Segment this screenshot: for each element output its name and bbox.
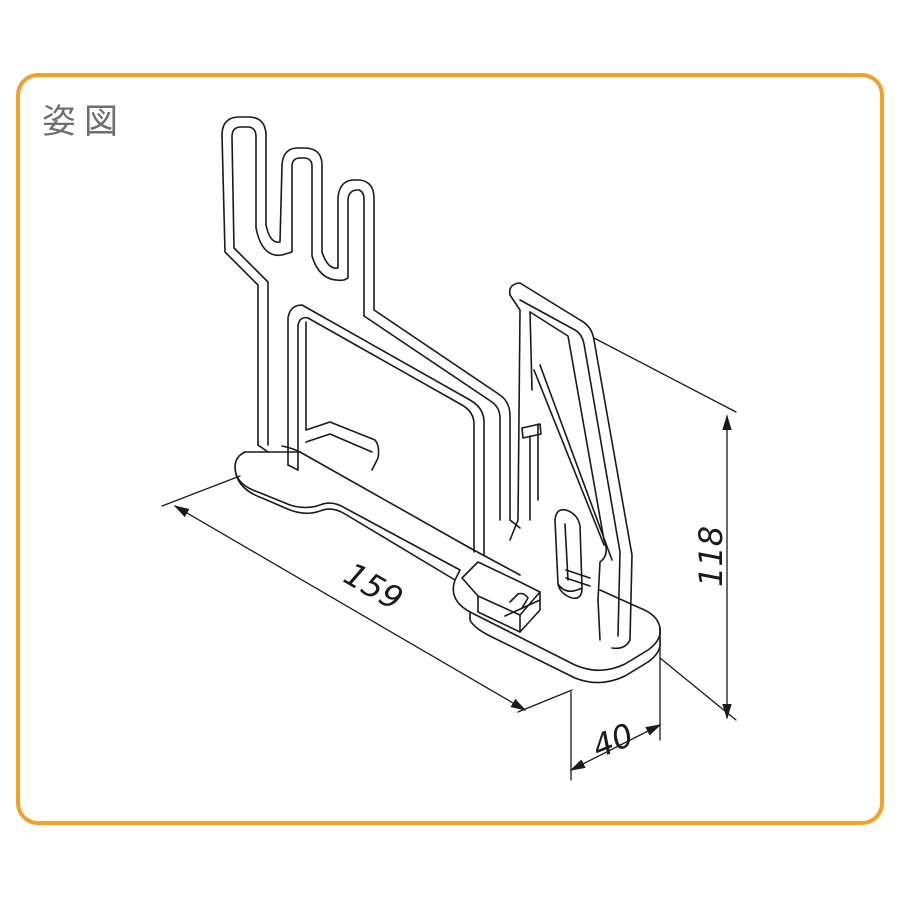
base-plate — [234, 445, 662, 684]
triangle-bracket — [508, 282, 633, 650]
clip-block — [461, 561, 541, 633]
length-dimension-label: 159 — [338, 555, 410, 618]
dimension-lines — [161, 337, 737, 781]
hook-stand — [221, 116, 521, 529]
height-dimension-label: 118 — [692, 526, 730, 587]
middle-frame — [287, 304, 485, 556]
diagram-title: 姿図 — [42, 102, 126, 142]
